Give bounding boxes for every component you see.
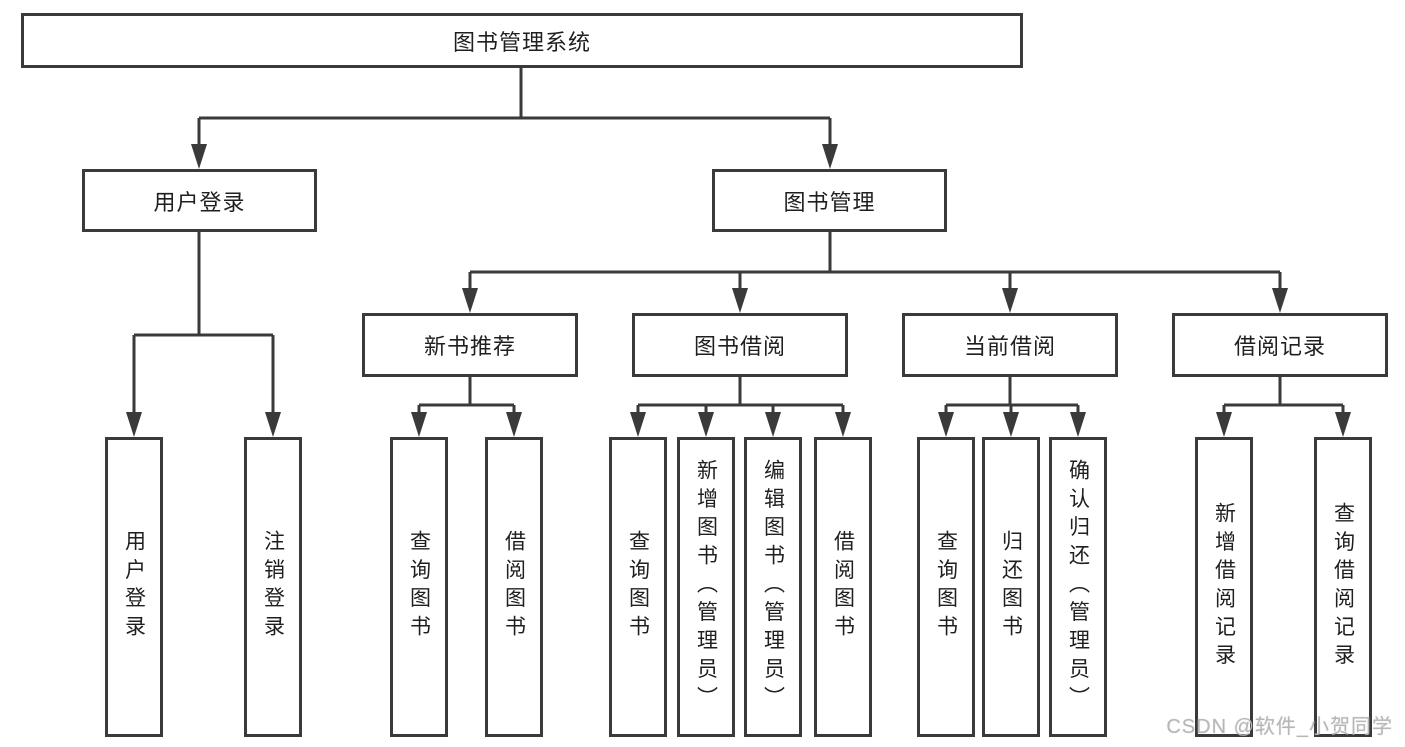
leaf-borrow-books-newbook-label: 借阅图书 — [502, 530, 526, 644]
node-borrow-records-label: 借阅记录 — [1233, 334, 1326, 359]
leaf-borrow-books-newbook: 借阅图书 — [485, 437, 543, 737]
node-borrow-records: 借阅记录 — [1172, 313, 1388, 377]
node-user-login-label: 用户登录 — [153, 189, 246, 215]
leaf-logout-login-label: 注销登录 — [261, 530, 285, 644]
node-book-management: 图书管理 — [712, 169, 947, 232]
node-current-borrow: 当前借阅 — [902, 313, 1118, 377]
leaf-logout-login: 注销登录 — [244, 437, 302, 737]
leaf-add-borrow-record-label: 新增借阅记录 — [1212, 501, 1236, 673]
leaf-user-login-label: 用户登录 — [122, 530, 146, 644]
node-book-management-label: 图书管理 — [783, 189, 876, 215]
leaf-query-books-newbook: 查询图书 — [390, 437, 448, 737]
leaf-query-books-current-label: 查询图书 — [934, 530, 958, 644]
node-root-label: 图书管理系统 — [452, 29, 591, 55]
leaf-query-borrow-record: 查询借阅记录 — [1314, 437, 1372, 737]
leaf-return-book: 归还图书 — [982, 437, 1040, 737]
leaf-edit-book-admin-label: 编辑图书（管理员） — [761, 459, 785, 715]
node-book-borrow: 图书借阅 — [632, 313, 848, 377]
node-book-borrow-label: 图书借阅 — [693, 334, 786, 359]
leaf-query-borrow-record-label: 查询借阅记录 — [1331, 501, 1355, 673]
node-new-book-recommend-label: 新书推荐 — [423, 334, 516, 359]
leaf-confirm-return-admin-label: 确认归还（管理员） — [1066, 459, 1090, 715]
leaf-confirm-return-admin: 确认归还（管理员） — [1049, 437, 1107, 737]
leaf-add-book-admin: 新增图书（管理员） — [677, 437, 735, 737]
leaf-add-book-admin-label: 新增图书（管理员） — [694, 459, 718, 715]
leaf-user-login: 用户登录 — [105, 437, 163, 737]
csdn-watermark: CSDN @软件_小贺同学 — [1166, 716, 1393, 738]
leaf-query-books-current: 查询图书 — [917, 437, 975, 737]
node-current-borrow-label: 当前借阅 — [963, 334, 1056, 359]
leaf-add-borrow-record: 新增借阅记录 — [1195, 437, 1253, 737]
leaf-edit-book-admin: 编辑图书（管理员） — [744, 437, 802, 737]
node-user-login: 用户登录 — [82, 169, 317, 232]
leaf-borrow-books-borrow: 借阅图书 — [814, 437, 872, 737]
node-root-system: 图书管理系统 — [21, 13, 1023, 68]
leaf-return-book-label: 归还图书 — [999, 530, 1023, 644]
leaf-borrow-books-borrow-label: 借阅图书 — [831, 530, 855, 644]
node-new-book-recommend: 新书推荐 — [362, 313, 578, 377]
leaf-query-books-newbook-label: 查询图书 — [407, 530, 431, 644]
leaf-query-books-borrow-label: 查询图书 — [626, 530, 650, 644]
leaf-query-books-borrow: 查询图书 — [609, 437, 667, 737]
